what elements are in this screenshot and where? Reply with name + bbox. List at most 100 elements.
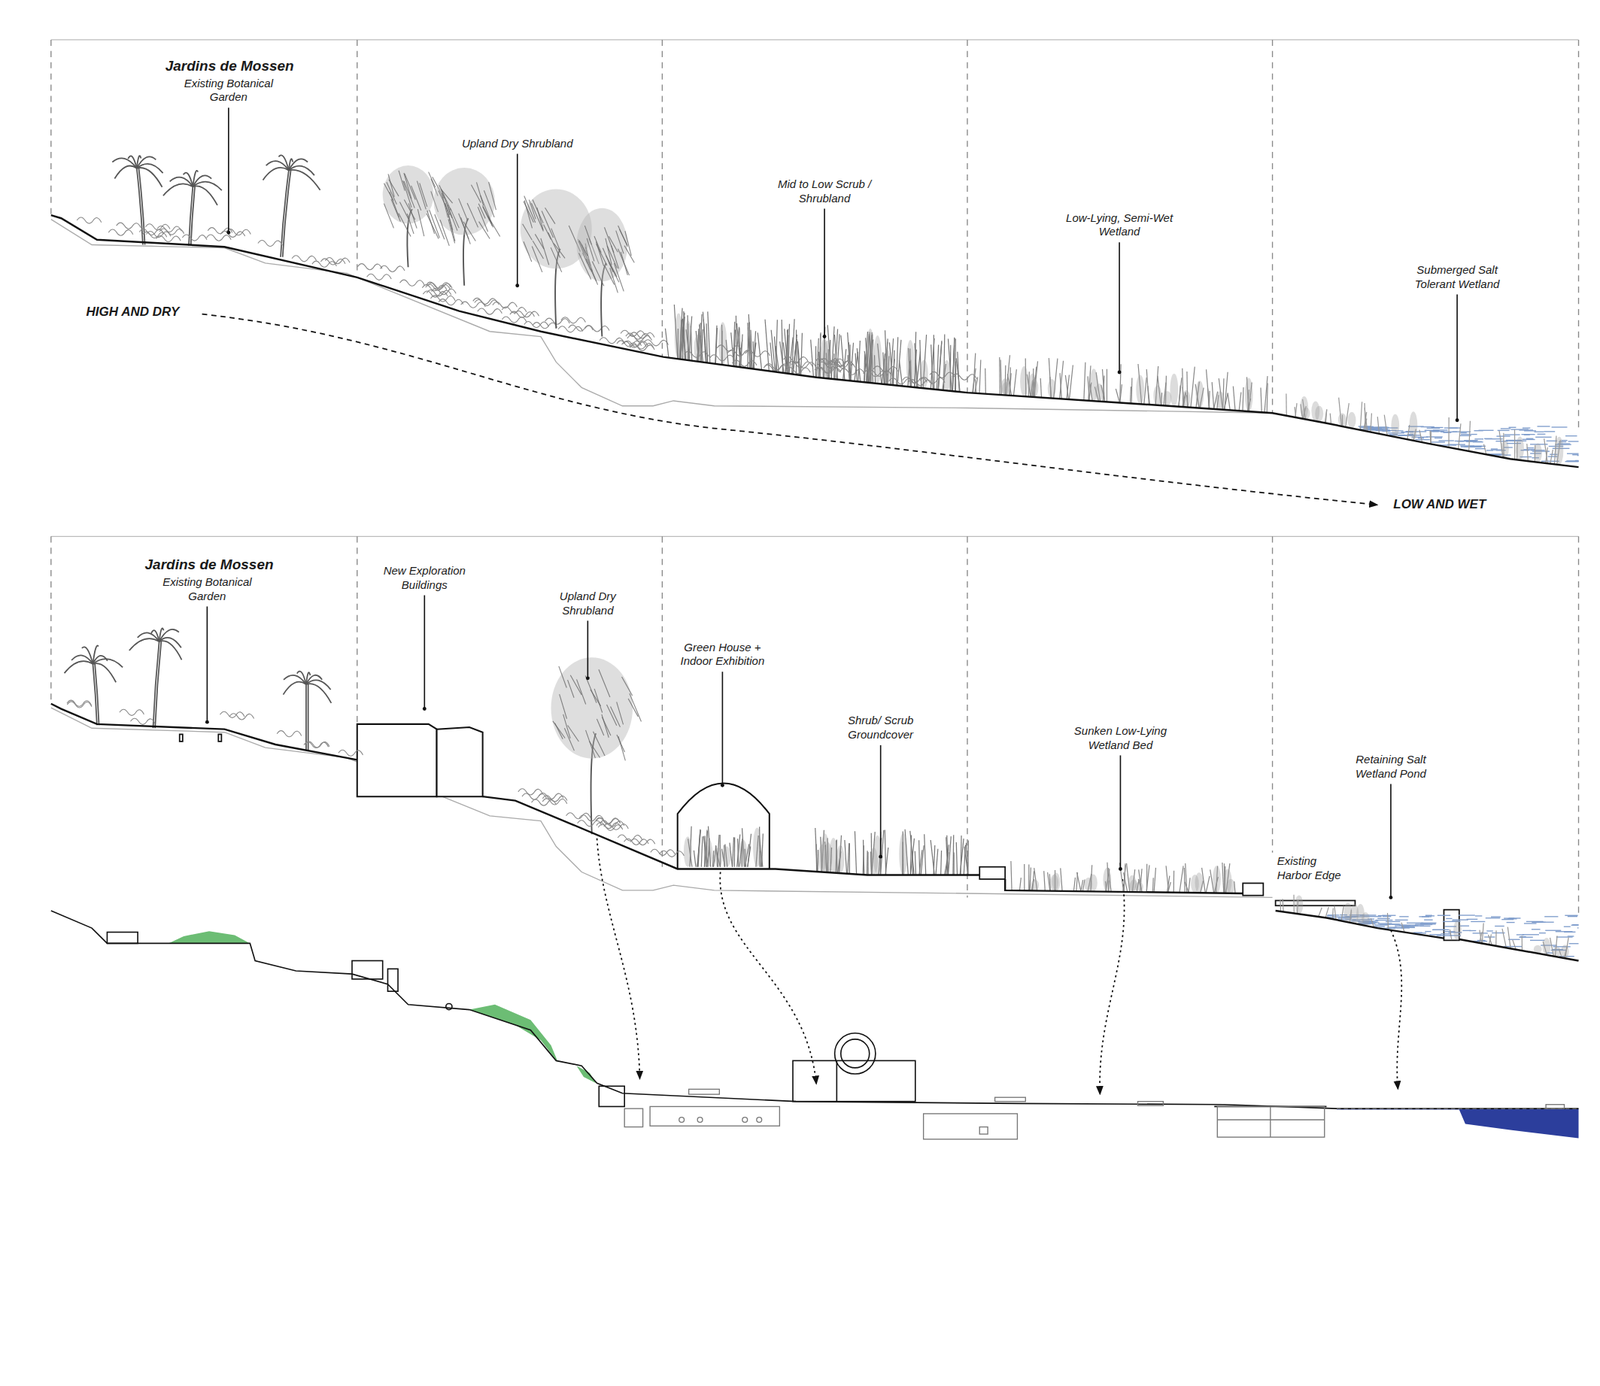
shrub-tree bbox=[448, 218, 456, 243]
water-hatch bbox=[1500, 428, 1511, 429]
water-hatch bbox=[1524, 434, 1531, 436]
detailed-section bbox=[792, 1060, 916, 1102]
grass-stroke bbox=[1279, 899, 1282, 912]
detailed-section bbox=[387, 968, 398, 992]
detailed-section bbox=[51, 910, 1579, 1109]
water-hatch bbox=[1460, 432, 1467, 434]
water-hatch bbox=[1473, 446, 1482, 447]
grass-stroke bbox=[847, 843, 850, 875]
grass-stroke bbox=[1329, 413, 1331, 425]
water-hatch bbox=[1444, 427, 1461, 429]
scrub-scribble bbox=[145, 224, 171, 231]
water-hatch bbox=[1535, 437, 1552, 438]
palm-tree bbox=[127, 155, 137, 168]
harbor-edge bbox=[218, 734, 222, 741]
detailed-section bbox=[836, 1060, 838, 1102]
scrub-scribble bbox=[518, 789, 544, 796]
grass-stroke bbox=[1363, 412, 1367, 432]
palm-tree bbox=[163, 183, 193, 196]
grass-stroke bbox=[1343, 902, 1352, 923]
scrub-scribble bbox=[643, 340, 669, 347]
grass-stroke bbox=[1184, 868, 1186, 893]
water-hatch bbox=[1566, 460, 1579, 462]
palm-tree bbox=[306, 683, 331, 704]
grass-stroke bbox=[984, 368, 987, 395]
grass-stroke bbox=[1206, 369, 1210, 409]
scrub-scribble bbox=[367, 273, 392, 280]
palm-tree bbox=[129, 638, 160, 651]
grass-stroke bbox=[735, 315, 738, 368]
grass-stroke bbox=[1023, 864, 1025, 891]
scrub-scribble bbox=[566, 813, 592, 820]
grass-stroke bbox=[1244, 377, 1254, 412]
scrub-scribble bbox=[568, 324, 594, 331]
detail-structure bbox=[689, 1089, 720, 1095]
palm-tree bbox=[137, 632, 160, 642]
grass-stroke bbox=[898, 360, 902, 386]
shrub-tree bbox=[586, 238, 595, 262]
grass-stroke bbox=[1167, 876, 1170, 893]
ground-line bbox=[1275, 910, 1445, 939]
annotation-label: Green House + Indoor Exhibition bbox=[669, 640, 775, 670]
harbor-edge bbox=[1275, 900, 1356, 906]
ground-line bbox=[1004, 879, 1243, 894]
scrub-scribble bbox=[427, 282, 453, 289]
detail-structure bbox=[1336, 1108, 1579, 1109]
grass-stroke bbox=[866, 850, 869, 875]
zone-divider bbox=[661, 39, 663, 358]
water-hatch bbox=[1414, 924, 1428, 926]
shrub-tree bbox=[551, 657, 642, 835]
grass-stroke bbox=[810, 340, 814, 378]
grass-stroke bbox=[1481, 923, 1484, 945]
detail-structure bbox=[679, 1117, 685, 1124]
grass-stroke bbox=[1029, 867, 1031, 891]
grass-stroke bbox=[1047, 872, 1051, 892]
scrub-scribble bbox=[357, 264, 668, 352]
scrub-scribble bbox=[518, 789, 685, 858]
scrub-scribble bbox=[787, 361, 813, 368]
grass-stroke bbox=[1356, 904, 1365, 925]
grass-stroke bbox=[683, 826, 763, 868]
palm-tree bbox=[307, 684, 310, 751]
grass-stroke bbox=[840, 335, 845, 381]
shrub-tree bbox=[386, 182, 397, 205]
palm-tree bbox=[92, 663, 116, 683]
grass-stroke bbox=[1059, 361, 1064, 399]
grass-stroke bbox=[1216, 391, 1225, 410]
detailed-section bbox=[840, 1039, 870, 1069]
grass-stroke bbox=[947, 836, 951, 875]
scrub-scribble bbox=[303, 741, 329, 748]
water-fill bbox=[1336, 1108, 1579, 1139]
leader-dot bbox=[422, 707, 427, 711]
grass-stroke bbox=[956, 842, 957, 876]
gradient-arrow bbox=[202, 314, 1379, 506]
scrub-scribble bbox=[510, 311, 535, 318]
water-hatch bbox=[1486, 930, 1494, 932]
water-hatch bbox=[1490, 448, 1498, 450]
detailed-section bbox=[598, 1086, 625, 1107]
grass-stroke bbox=[1179, 865, 1184, 893]
shrub-tree bbox=[551, 657, 634, 759]
water-hatch bbox=[1474, 438, 1484, 440]
grass-stroke bbox=[952, 337, 954, 392]
zone-divider bbox=[661, 536, 663, 867]
ground-line bbox=[51, 215, 1579, 468]
scrub-scribble bbox=[840, 368, 866, 375]
leader-line bbox=[722, 671, 724, 786]
grass-stroke bbox=[801, 333, 803, 376]
grass-stroke bbox=[746, 327, 749, 368]
existing-grade-line bbox=[51, 707, 1273, 898]
zone-divider bbox=[966, 39, 968, 393]
shrub-tree bbox=[531, 245, 542, 272]
shrub-tree bbox=[406, 213, 414, 234]
scrub-scribble bbox=[952, 373, 978, 380]
grass-stroke bbox=[815, 844, 817, 872]
grass-stroke bbox=[1302, 407, 1311, 420]
grass-stroke bbox=[722, 847, 732, 868]
grass-stroke bbox=[1073, 877, 1075, 892]
shrub-tree bbox=[543, 224, 551, 240]
water-hatch bbox=[1457, 440, 1464, 442]
grass-stroke bbox=[1512, 940, 1516, 951]
panel-frame bbox=[51, 39, 1579, 537]
water-hatch bbox=[1469, 446, 1486, 447]
